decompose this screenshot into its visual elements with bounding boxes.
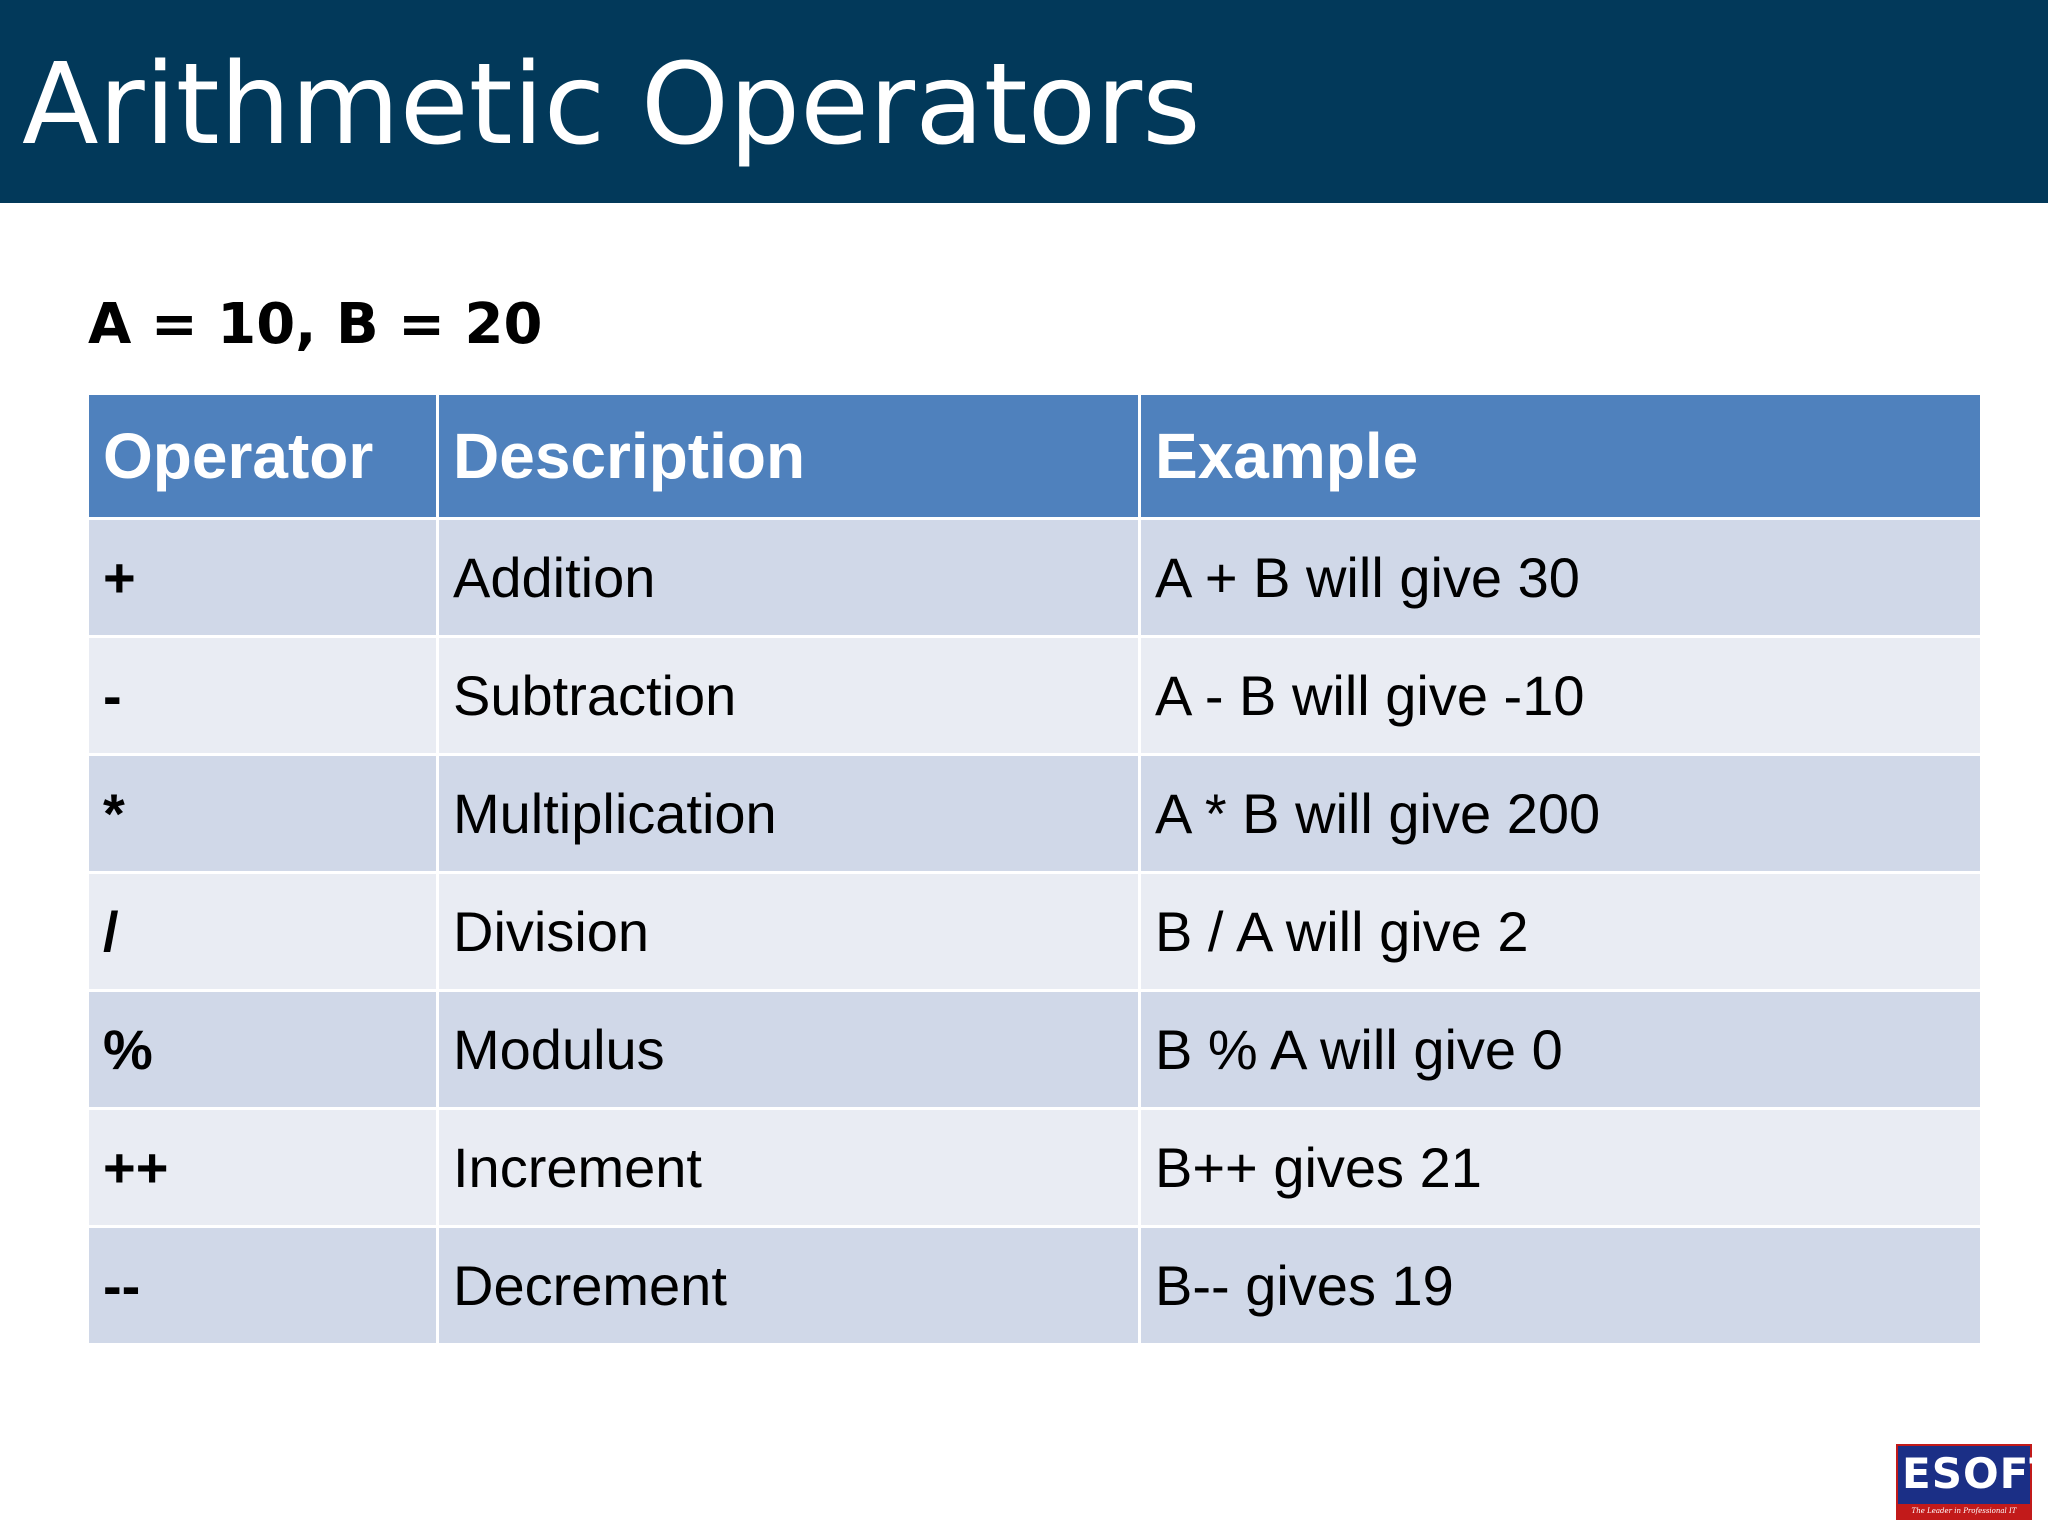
operators-table: Operator Description Example + Addition … (86, 392, 1983, 1346)
example-cell: B / A will give 2 (1138, 871, 1983, 992)
table-row: % Modulus B % A will give 0 (86, 989, 1983, 1110)
description-cell: Division (436, 871, 1141, 992)
table-row: + Addition A + B will give 30 (86, 517, 1983, 638)
operator-cell: / (86, 871, 439, 992)
operator-cell: % (86, 989, 439, 1110)
table-row: * Multiplication A * B will give 200 (86, 753, 1983, 874)
description-cell: Modulus (436, 989, 1141, 1110)
header-example: Example (1138, 392, 1983, 520)
description-cell: Subtraction (436, 635, 1141, 756)
esoft-logo: ESOFT The Leader in Professional IT Educ… (1896, 1444, 2048, 1529)
table-header-row: Operator Description Example (86, 392, 1983, 520)
description-cell: Multiplication (436, 753, 1141, 874)
title-bar: Arithmetic Operators (0, 0, 2048, 203)
table-row: / Division B / A will give 2 (86, 871, 1983, 992)
operator-cell: * (86, 753, 439, 874)
description-cell: Addition (436, 517, 1141, 638)
example-cell: A - B will give -10 (1138, 635, 1983, 756)
logo-wordmark: ESOFT (1902, 1449, 2048, 1498)
example-cell: B++ gives 21 (1138, 1107, 1983, 1228)
table-row: - Subtraction A - B will give -10 (86, 635, 1983, 756)
operator-cell: - (86, 635, 439, 756)
given-values: A = 10, B = 20 (88, 292, 543, 357)
logo-tagline: The Leader in Professional IT Education (1898, 1504, 2030, 1529)
slide-title: Arithmetic Operators (22, 40, 1201, 170)
operator-cell: + (86, 517, 439, 638)
example-cell: A + B will give 30 (1138, 517, 1983, 638)
operator-cell: -- (86, 1225, 439, 1346)
description-cell: Decrement (436, 1225, 1141, 1346)
description-cell: Increment (436, 1107, 1141, 1228)
example-cell: B % A will give 0 (1138, 989, 1983, 1110)
table-row: ++ Increment B++ gives 21 (86, 1107, 1983, 1228)
table-row: -- Decrement B-- gives 19 (86, 1225, 1983, 1346)
header-description: Description (436, 392, 1141, 520)
example-cell: A * B will give 200 (1138, 753, 1983, 874)
header-operator: Operator (86, 392, 439, 520)
example-cell: B-- gives 19 (1138, 1225, 1983, 1346)
operator-cell: ++ (86, 1107, 439, 1228)
